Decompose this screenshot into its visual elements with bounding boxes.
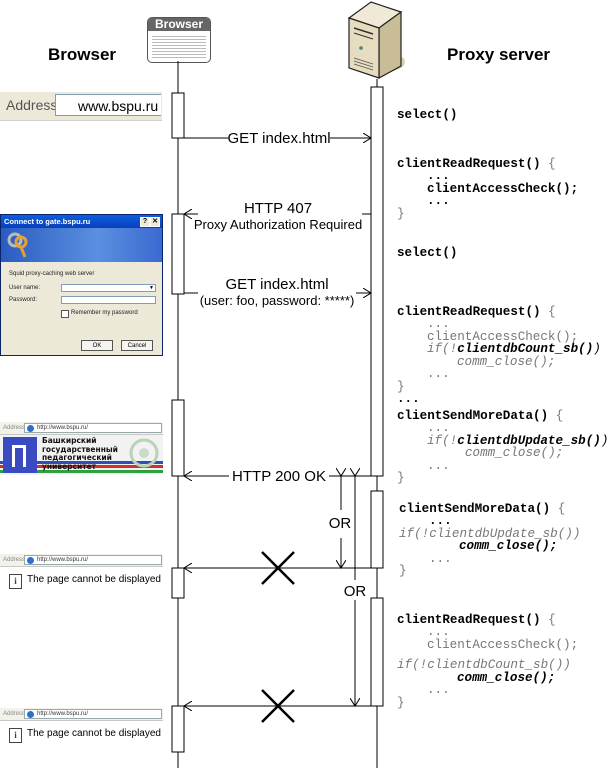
address-label: Address <box>3 425 26 431</box>
dialog-title: Connect to gate.bspu.ru <box>4 217 91 226</box>
dialog-titlebar: Connect to gate.bspu.ru ? ✕ <box>1 215 162 228</box>
label-http407: HTTP 407 <box>244 200 312 217</box>
dialog-banner <box>1 228 162 262</box>
dropdown-arrow-icon[interactable]: ▼ <box>149 285 154 291</box>
remember-label: Remember my password <box>71 310 138 316</box>
x-mark-1 <box>261 551 295 585</box>
bspu-page-screenshot: Address http://www.bspu.ru/ Башкирский г… <box>0 422 163 478</box>
label-http200: HTTP 200 OK <box>232 468 326 485</box>
flower-emblem-icon <box>129 438 159 468</box>
ie-page-icon <box>27 425 34 432</box>
close-button[interactable]: ✕ <box>150 217 160 227</box>
proxy-activation <box>370 597 384 707</box>
stripe <box>0 470 163 473</box>
address-label: Address <box>3 711 26 717</box>
address-bar-3: Address http://www.bspu.ru/ <box>0 554 163 567</box>
bspu-banner: Башкирский государственный педагогически… <box>0 435 163 475</box>
address-bar-2: Address http://www.bspu.ru/ <box>0 422 163 435</box>
document-lines <box>152 34 206 58</box>
bspu-logo <box>3 437 37 473</box>
password-label: Password: <box>9 297 38 303</box>
address-label: Address <box>3 557 26 563</box>
label-or-2: OR <box>344 583 367 600</box>
username-label: User name: <box>9 285 41 291</box>
code-block-5: clientReadRequest() {...clientAccessChec… <box>397 612 579 710</box>
username-input[interactable]: ▼ <box>61 284 156 292</box>
browser-activation <box>171 213 185 295</box>
address-bar-4: Address http://www.bspu.ru/ <box>0 708 163 721</box>
browser-activation <box>171 399 185 477</box>
browser-column-header: Browser <box>48 45 117 64</box>
proxy-column-header: Proxy server <box>447 45 551 64</box>
password-input[interactable] <box>61 296 156 304</box>
code-block-1: clientReadRequest() {...clientAccessChec… <box>397 156 579 221</box>
stripe <box>0 461 163 464</box>
error-message: The page cannot be displayed <box>27 728 161 739</box>
bspu-name: Башкирский государственный педагогически… <box>42 436 118 471</box>
label-proxy-auth-required: Proxy Authorization Required <box>194 217 362 232</box>
browser-activation <box>171 92 185 139</box>
error-page-1: Address http://www.bspu.ru/ i The page c… <box>0 554 163 594</box>
remember-checkbox[interactable] <box>61 310 69 318</box>
ie-page-icon <box>27 557 34 564</box>
label-credentials: (user: foo, password: *****) <box>200 293 355 308</box>
address-input[interactable]: http://www.bspu.ru/ <box>24 423 162 433</box>
address-input[interactable]: http://www.bspu.ru/ <box>24 709 162 719</box>
ok-button[interactable]: OK <box>81 340 113 351</box>
realm-text: Squid proxy-caching web server <box>9 271 95 277</box>
keys-icon <box>7 232 28 258</box>
error-message: The page cannot be displayed <box>27 574 161 585</box>
browser-activation <box>171 705 185 753</box>
address-input[interactable]: www.bspu.ru <box>55 94 161 116</box>
code-block-3: clientSendMoreData() {...if(!clientdbUpd… <box>397 408 609 485</box>
server-tower-icon <box>347 1 405 80</box>
code-block-2: clientReadRequest() {...clientAccessChec… <box>397 304 601 406</box>
help-button[interactable]: ? <box>140 217 150 227</box>
info-icon: i <box>9 574 22 589</box>
label-or-1: OR <box>329 515 352 532</box>
label-get-2: GET index.html <box>225 276 328 293</box>
browser-document-icon: Browser <box>147 17 211 63</box>
login-dialog: Connect to gate.bspu.ru ? ✕ Squid proxy-… <box>0 214 163 356</box>
browser-activation <box>171 567 185 599</box>
address-label: Address <box>6 97 58 113</box>
proxy-activation <box>370 490 384 569</box>
error-page-2: Address http://www.bspu.ru/ i The page c… <box>0 708 163 748</box>
info-icon: i <box>9 728 22 743</box>
ie-page-icon <box>27 711 34 718</box>
code-select-1: select() <box>397 108 458 122</box>
address-input[interactable]: http://www.bspu.ru/ <box>24 555 162 565</box>
label-get-1: GET index.html <box>227 130 330 147</box>
code-select-2: select() <box>397 246 458 260</box>
x-mark-2 <box>261 689 295 723</box>
stripe <box>0 465 163 468</box>
browser-icon-label: Browser <box>148 18 210 31</box>
code-block-4: clientSendMoreData() {...if(!clientdbUpd… <box>399 501 581 578</box>
proxy-activation <box>370 86 384 477</box>
cancel-button[interactable]: Cancel <box>121 340 153 351</box>
address-bar-1: Address www.bspu.ru <box>0 92 162 121</box>
